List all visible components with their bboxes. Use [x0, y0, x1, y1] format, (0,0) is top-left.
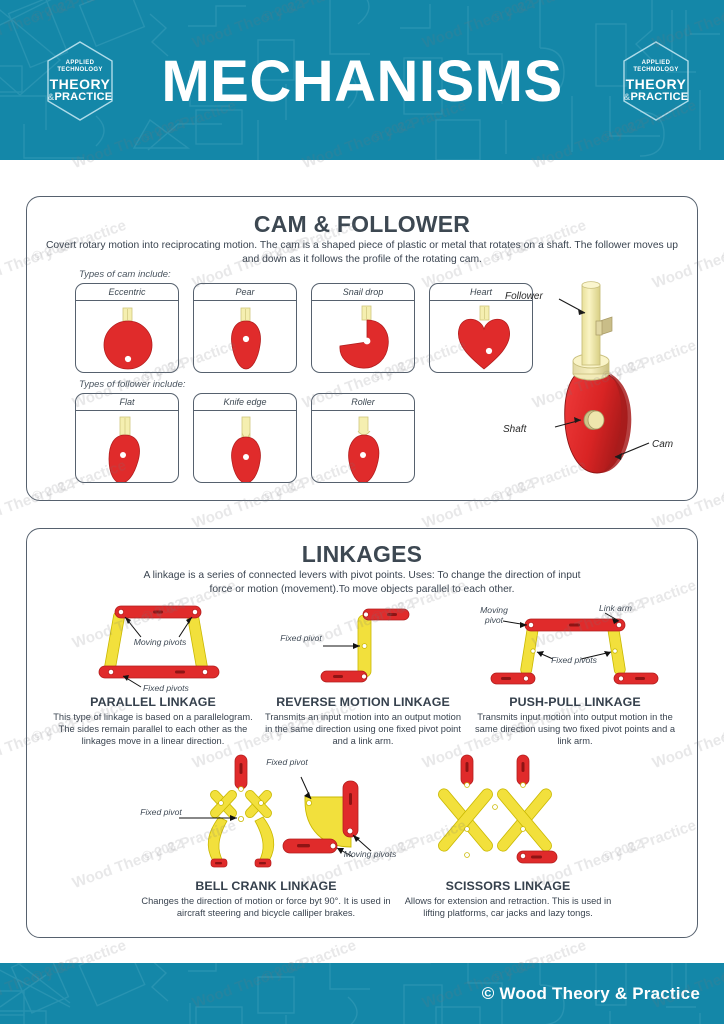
annotation-fixed-pivot-right: Fixed pivot [266, 757, 308, 767]
follower-card-title: Roller [312, 394, 414, 411]
logo-practice-text: &PRACTICE [47, 90, 113, 103]
logo-theory-text: THEORY [49, 75, 111, 92]
cam-card-pear: Pear [193, 283, 297, 373]
cam-label: Cam [652, 439, 673, 450]
parallel-linkage-diagram [98, 605, 220, 688]
annotation-fixed-pivot-left: Fixed pivot [140, 807, 182, 817]
annotation-moving-pivot: Moving pivot [480, 605, 508, 625]
heart-cam-icon [458, 305, 510, 370]
bell-crank-linkage-diagram [179, 754, 372, 868]
linkages-panel: LINKAGES A linkage is a series of connec… [26, 528, 698, 938]
hexagon-icon [623, 41, 689, 121]
linkage-item-parallel: Moving pivots Fixed pivots PARALLEL LINK… [47, 601, 259, 747]
logo-right: APPLIED TECHNOLOGY THEORY &PRACTICE [620, 40, 692, 122]
logo-applied-text: APPLIED [641, 59, 671, 66]
scissors-linkage-diagram [438, 754, 558, 864]
follower-card-knife-edge: Knife edge [193, 393, 297, 483]
annotation-link-arm: Link arm [599, 603, 632, 613]
shaft-label: Shaft [503, 424, 528, 435]
linkage-description-reverse-motion: Transmits an input motion into an output… [264, 712, 462, 746]
linkage-description-push-pull: Transmits input motion into output motio… [475, 712, 675, 746]
follower-card-title: Knife edge [194, 394, 296, 411]
header-banner: APPLIED TECHNOLOGY THEORY &PRACTICE APPL… [0, 0, 724, 160]
logo-practice-word: PRACTICE [54, 90, 113, 103]
linkage-title-parallel: PARALLEL LINKAGE [90, 695, 216, 709]
hexagon-icon [47, 41, 113, 121]
knife-edge-follower-icon [231, 416, 261, 482]
push-pull-linkage-diagram [490, 612, 659, 685]
page-title: MECHANISMS [161, 49, 563, 114]
linkage-title-push-pull: PUSH-PULL LINKAGE [509, 695, 641, 709]
logo-technology-text: TECHNOLOGY [57, 66, 103, 73]
reverse-motion-linkage-diagram [320, 608, 410, 683]
cam-card-title: Snail drop [312, 284, 414, 301]
roller-follower-icon [348, 416, 380, 482]
cam-card-title: Heart [430, 284, 532, 301]
annotation-moving-pivots: Moving pivots [343, 849, 397, 859]
cam-shaft-follower-diagram: Follower Shaft Cam [503, 281, 673, 474]
annotation-fixed-pivots: Fixed pivots [551, 655, 597, 665]
linkage-item-scissors: SCISSORS LINKAGE Allows for extension an… [399, 751, 617, 919]
annotation-fixed-pivot: Fixed pivot [280, 633, 322, 643]
cam-card-eccentric: Eccentric [75, 283, 179, 373]
logo-practice-word: PRACTICE [630, 90, 689, 103]
logo-applied-text: APPLIED [65, 59, 95, 66]
cam-card-snail-drop: Snail drop [311, 283, 415, 373]
linkage-description-bell-crank: Changes the direction of motion or force… [141, 896, 391, 918]
flat-follower-icon [108, 416, 140, 482]
cam-section-description: Covert rotary motion into reciprocating … [45, 240, 679, 265]
follower-card-flat: Flat [75, 393, 179, 483]
follower-label: Follower [505, 291, 543, 302]
linkage-section-description: A linkage is a series of connected lever… [143, 570, 581, 595]
linkage-description-scissors: Allows for extension and retraction. Thi… [404, 896, 612, 918]
blueprint-pattern-header [0, 0, 720, 160]
linkage-item-push-pull: Moving pivot Link arm Fixed pivots PUSH-… [469, 601, 681, 747]
cam-follower-panel: CAM & FOLLOWER Covert rotary motion into… [26, 196, 698, 501]
linkage-description-parallel: This type of linkage is based on a paral… [53, 712, 253, 746]
watermark-copyright: © 2022 [720, 716, 724, 745]
cam-card-title: Eccentric [76, 284, 178, 301]
pear-cam-icon [231, 307, 261, 370]
annotation-moving-pivots: Moving pivots [133, 637, 187, 647]
logo-ampersand: & [623, 91, 631, 102]
linkage-section-title: LINKAGES [301, 541, 423, 567]
blueprint-pattern-footer [0, 963, 701, 1024]
logo-ampersand: & [47, 91, 55, 102]
logo-theory-text: THEORY [625, 75, 687, 92]
logo-left: APPLIED TECHNOLOGY THEORY &PRACTICE [44, 40, 116, 122]
watermark-copyright: © 2022 [720, 476, 724, 505]
footer-credit: © Wood Theory & Practice [481, 984, 700, 1003]
logo-practice-text: &PRACTICE [623, 90, 689, 103]
follower-types-label: Types of follower include: [79, 379, 186, 390]
snail-drop-cam-icon [339, 305, 389, 369]
linkage-title-reverse-motion: REVERSE MOTION LINKAGE [276, 695, 450, 709]
eccentric-cam-icon [103, 307, 153, 370]
linkage-title-bell-crank: BELL CRANK LINKAGE [195, 879, 337, 893]
follower-card-roller: Roller [311, 393, 415, 483]
linkage-item-bell-crank: Fixed pivot Fixed pivot Moving pivots BE… [137, 751, 397, 919]
watermark-copyright: © 2022 [720, 236, 724, 265]
cam-section-title: CAM & FOLLOWER [253, 211, 471, 237]
cam-card-title: Pear [194, 284, 296, 301]
cam-card-heart: Heart [429, 283, 533, 373]
cam-types-label: Types of cam include: [79, 269, 171, 280]
linkage-item-reverse-motion: Fixed pivot REVERSE MOTION LINKAGE Trans… [263, 601, 463, 747]
cam-3d-illustration: Follower Shaft Cam [497, 277, 697, 492]
follower-card-title: Flat [76, 394, 178, 411]
footer-banner [0, 963, 724, 1024]
logo-technology-text: TECHNOLOGY [633, 66, 679, 73]
linkage-title-scissors: SCISSORS LINKAGE [445, 879, 571, 893]
annotation-fixed-pivots: Fixed pivots [143, 683, 189, 693]
